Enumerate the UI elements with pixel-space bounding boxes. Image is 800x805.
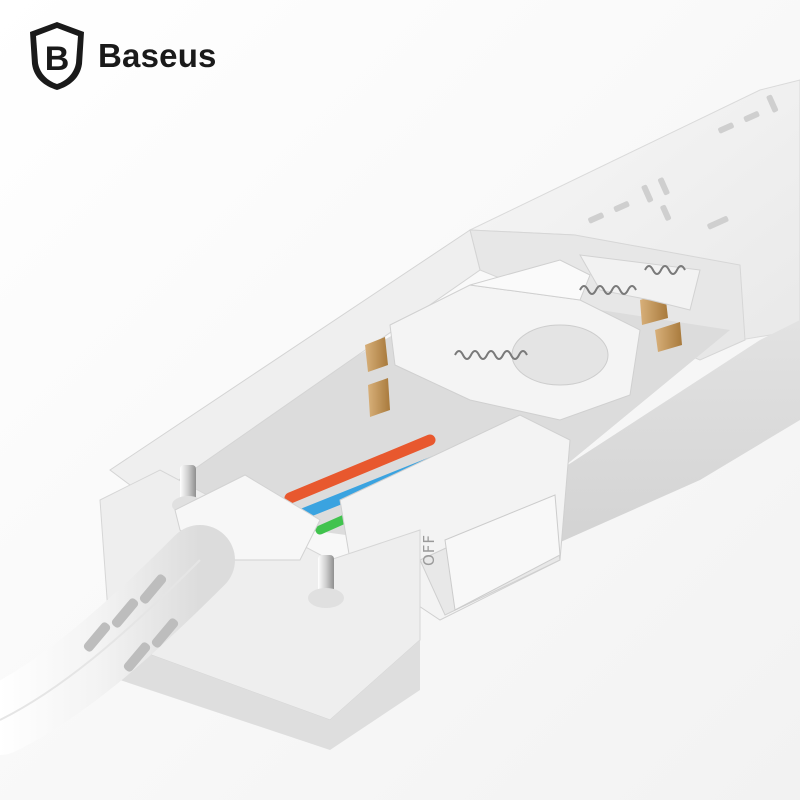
power-cable — [0, 525, 235, 755]
rocker-switch — [444, 494, 561, 611]
switch-off-label: OFF — [420, 533, 438, 566]
shield-logo-icon: B — [30, 22, 84, 90]
rear-mechanism — [579, 254, 701, 311]
logo-letter: B — [45, 40, 70, 78]
brass-contacts — [365, 292, 682, 417]
brand-name: Baseus — [98, 37, 217, 74]
strip-side-face — [520, 320, 800, 560]
socket-outlets — [588, 94, 779, 230]
brand-logo: B Baseus — [26, 20, 217, 92]
springs — [454, 265, 686, 360]
